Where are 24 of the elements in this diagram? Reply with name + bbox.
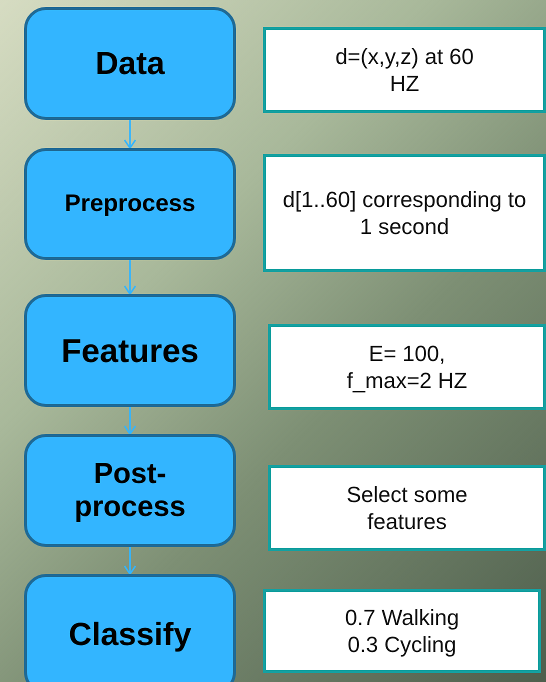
- arrow: [124, 547, 136, 575]
- process-box: [24, 574, 236, 682]
- process-box: [24, 434, 236, 547]
- arrow: [124, 407, 136, 435]
- step-label: Post-process: [73, 458, 187, 524]
- note-box: [263, 27, 546, 113]
- note-text: d=(x,y,z) at 60 HZ: [334, 42, 475, 98]
- arrow: [124, 120, 136, 149]
- step-label: Features: [61, 332, 199, 370]
- note-text: d[1..60] corresponding to 1 second: [282, 186, 528, 240]
- note-box: [268, 324, 546, 410]
- process-box: [24, 148, 236, 260]
- arrow: [124, 260, 136, 295]
- note-box: [263, 589, 541, 673]
- step-label: Classify: [68, 616, 192, 652]
- process-box: [24, 294, 236, 407]
- note-box: [268, 465, 546, 551]
- note-text: Select some features: [345, 480, 469, 536]
- note-box: [263, 154, 546, 272]
- note-text: E= 100, f_max=2 HZ: [346, 340, 468, 394]
- process-box: [24, 7, 236, 120]
- step-label: Preprocess: [64, 190, 196, 218]
- step-label: Data: [95, 45, 165, 82]
- note-text: 0.7 Walking 0.3 Cycling: [344, 604, 460, 658]
